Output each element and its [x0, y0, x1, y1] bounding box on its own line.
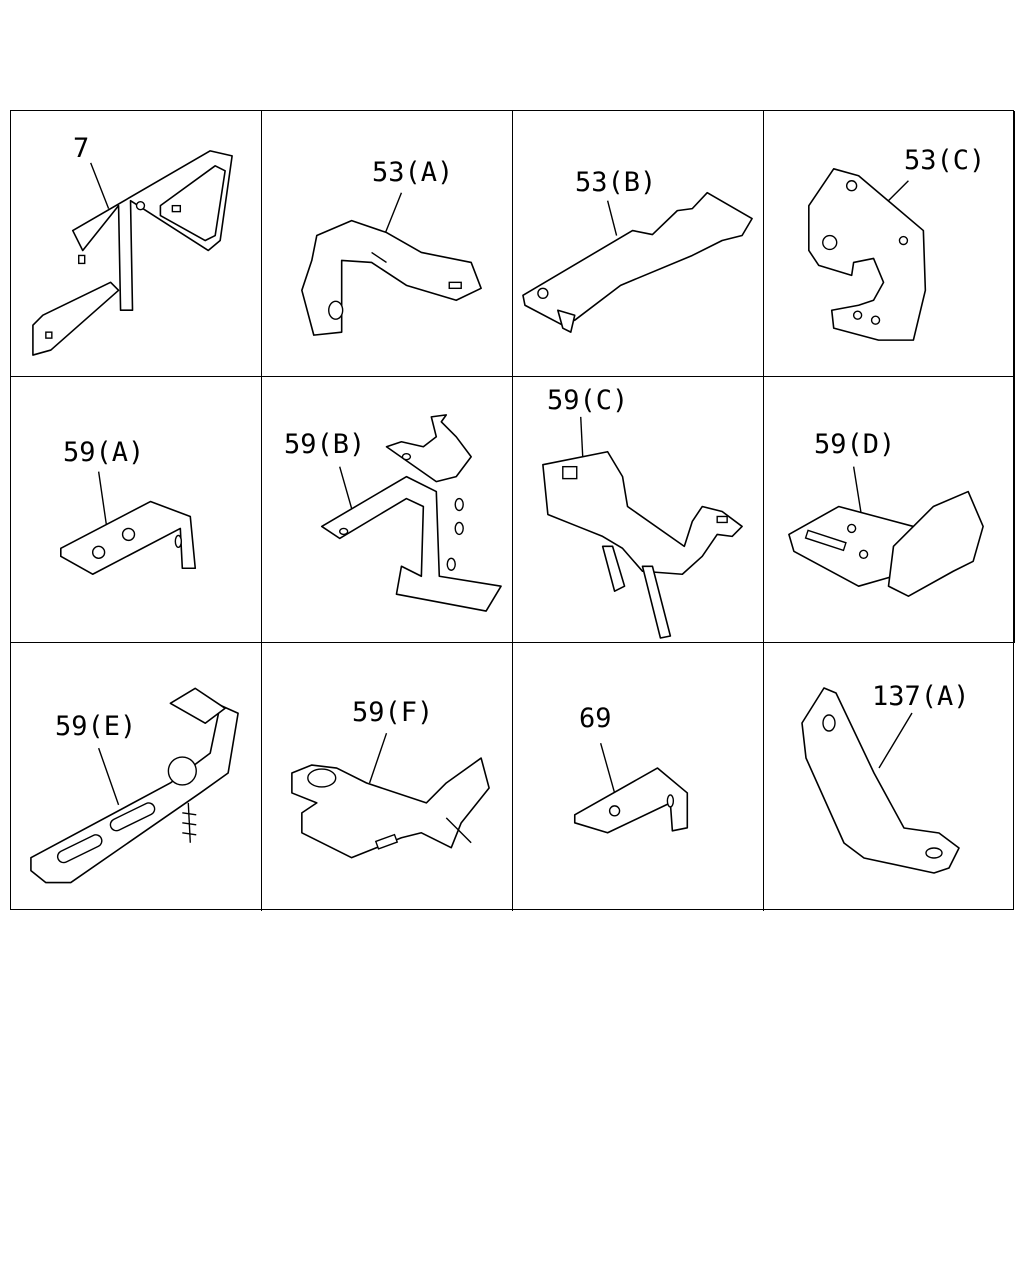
callout-label-59f: 59(F)	[352, 697, 434, 728]
cell-part-53a: 53(A)	[262, 111, 513, 377]
parts-diagram-grid: 7 53(A) 53(B) 53(C	[10, 110, 1015, 911]
cell-part-59a: 59(A)	[11, 377, 262, 643]
cell-part-7: 7	[11, 111, 262, 377]
cell-part-53b: 53(B)	[513, 111, 764, 377]
callout-label-137a: 137(A)	[872, 681, 970, 712]
cell-part-53c: 53(C)	[764, 111, 1015, 377]
bracket-69-drawing	[573, 742, 689, 834]
callout-label-59c: 59(C)	[547, 385, 629, 416]
callout-label-7: 7	[73, 133, 90, 164]
bracket-59f-drawing	[291, 732, 490, 859]
callout-label-59b: 59(B)	[284, 429, 366, 460]
bracket-53a-drawing	[301, 192, 482, 336]
bracket-53c-drawing	[808, 168, 927, 341]
cell-part-69: 69	[513, 643, 764, 911]
callout-label-53b: 53(B)	[575, 167, 657, 198]
bracket-59a-drawing	[60, 471, 197, 576]
cell-part-59d: 59(D)	[764, 377, 1015, 643]
callout-label-53c: 53(C)	[904, 145, 986, 176]
callout-label-59a: 59(A)	[63, 437, 145, 468]
bracket-59b-drawing	[320, 414, 502, 612]
bracket-59d-drawing	[788, 466, 984, 597]
callout-label-59d: 59(D)	[814, 429, 896, 460]
bracket-59c-drawing	[542, 416, 743, 639]
callout-label-69: 69	[579, 703, 612, 734]
cell-part-59f: 59(F)	[262, 643, 513, 911]
bracket-7-drawing	[32, 150, 233, 356]
callout-label-59e: 59(E)	[55, 711, 137, 742]
bracket-137a-drawing	[801, 687, 960, 874]
cell-part-137a: 137(A)	[764, 643, 1015, 911]
cell-part-59e: 59(E)	[11, 643, 262, 911]
callout-label-53a: 53(A)	[372, 157, 454, 188]
cell-part-59c: 59(C)	[513, 377, 764, 643]
cell-part-59b: 59(B)	[262, 377, 513, 643]
bracket-53b-drawing	[522, 191, 753, 333]
bracket-59e-drawing	[30, 687, 239, 884]
